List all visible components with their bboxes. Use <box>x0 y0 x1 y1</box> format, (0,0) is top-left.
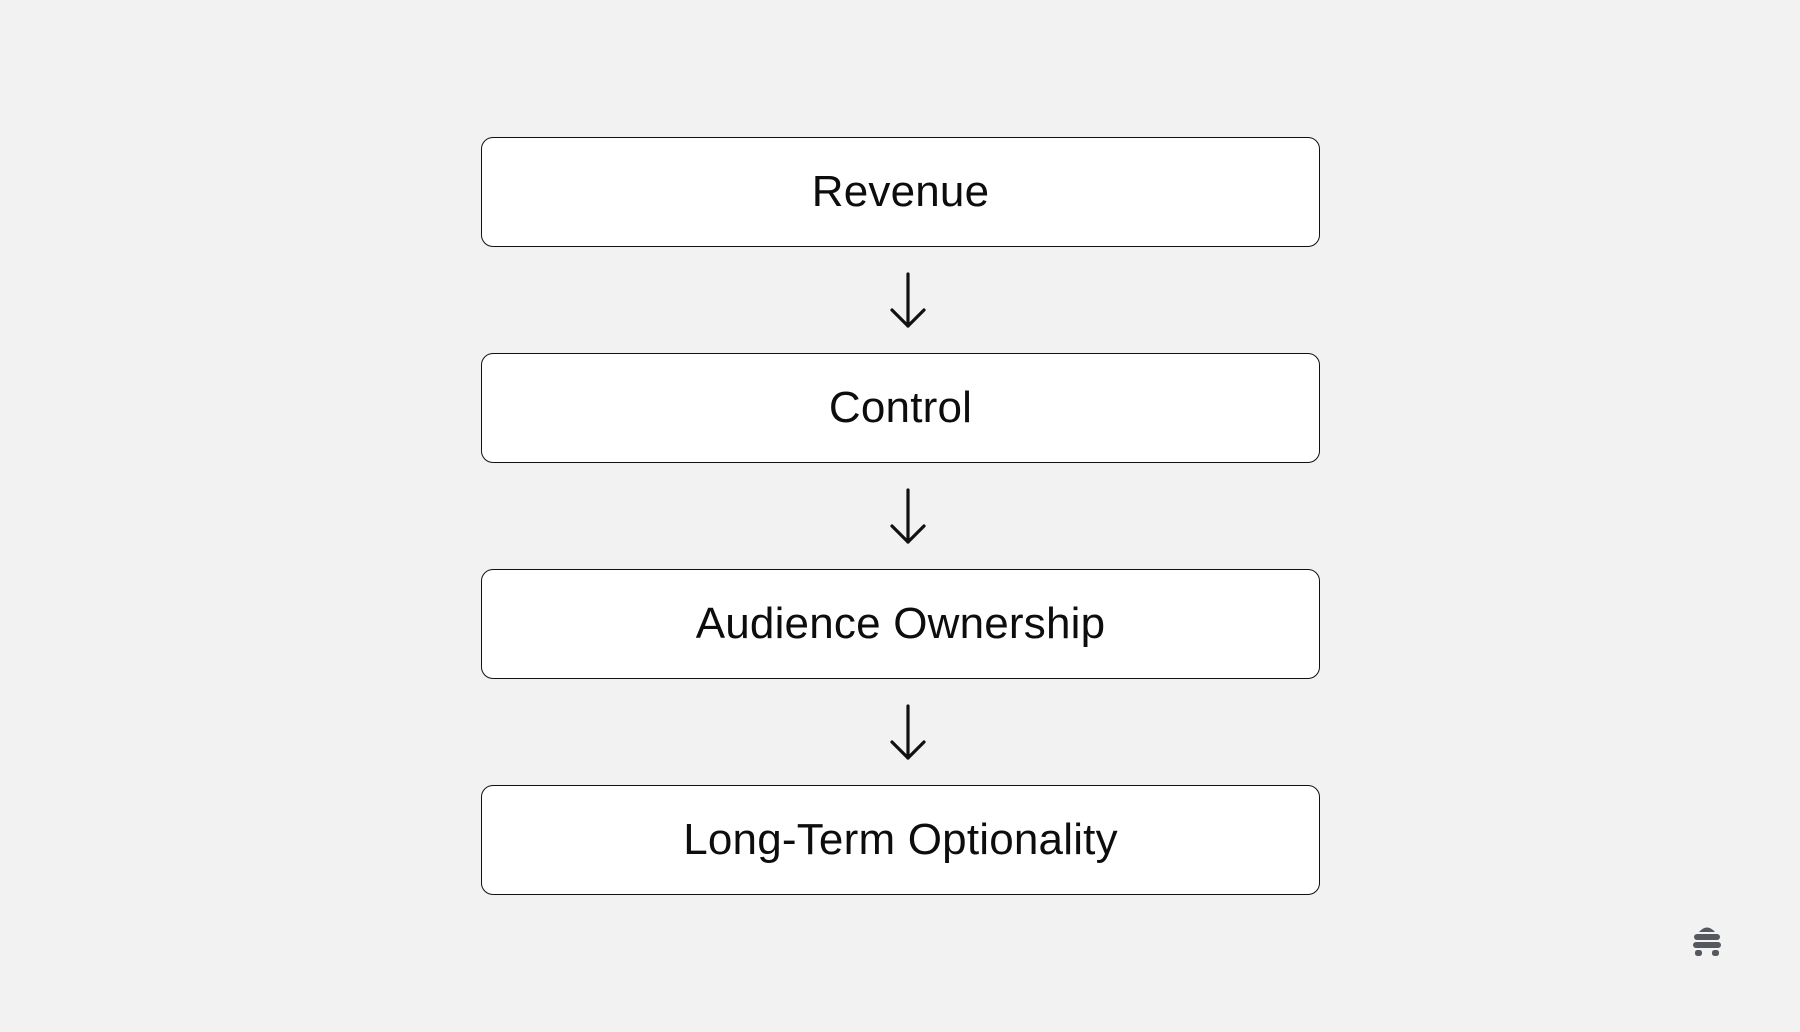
step-label-control: Control <box>828 383 973 432</box>
down-arrow-icon <box>880 272 936 336</box>
step-box-control: Control <box>481 353 1320 463</box>
step-box-revenue: Revenue <box>481 137 1320 247</box>
beehive-logo-icon <box>1690 922 1724 958</box>
down-arrow-icon <box>880 488 936 552</box>
down-arrow-icon <box>880 704 936 768</box>
step-box-long-term-optionality: Long-Term Optionality <box>481 785 1320 895</box>
step-label-long-term-optionality: Long-Term Optionality <box>683 815 1118 864</box>
step-label-revenue: Revenue <box>811 167 990 216</box>
step-label-audience-ownership: Audience Ownership <box>695 599 1106 648</box>
step-box-audience-ownership: Audience Ownership <box>481 569 1320 679</box>
